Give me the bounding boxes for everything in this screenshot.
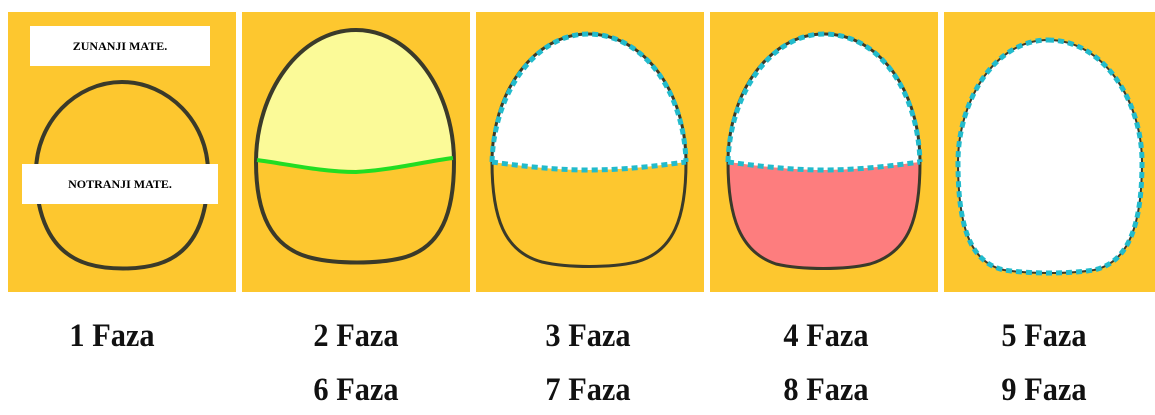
phase-label-3: 3 Faza — [485, 318, 691, 355]
phase-label-7: 7 Faza — [485, 372, 691, 409]
phase-label-8: 8 Faza — [723, 372, 929, 409]
phase-1-diagram: ZUNANJI MATE. NOTRANJI MATE. — [8, 12, 236, 292]
inner-label: NOTRANJI MATE. — [68, 177, 172, 191]
phase-panel-1: ZUNANJI MATE. NOTRANJI MATE. — [8, 12, 236, 292]
phase-5-diagram — [944, 12, 1155, 292]
phase-panel-3 — [476, 12, 704, 292]
phase-label-4: 4 Faza — [723, 318, 929, 355]
outer-label: ZUNANJI MATE. — [73, 39, 167, 53]
phase-4-diagram — [710, 12, 938, 292]
phase-panel-4 — [710, 12, 938, 292]
phase-panel-2 — [242, 12, 470, 292]
phase-3-diagram — [476, 12, 704, 292]
phase-2-diagram — [242, 12, 470, 292]
phase-label-5: 5 Faza — [941, 318, 1147, 355]
phase-label-6: 6 Faza — [253, 372, 459, 409]
phase-label-2: 2 Faza — [253, 318, 459, 355]
phase-label-1: 1 Faza — [9, 318, 215, 355]
phase-label-9: 9 Faza — [941, 372, 1147, 409]
phase-panel-5 — [944, 12, 1155, 292]
